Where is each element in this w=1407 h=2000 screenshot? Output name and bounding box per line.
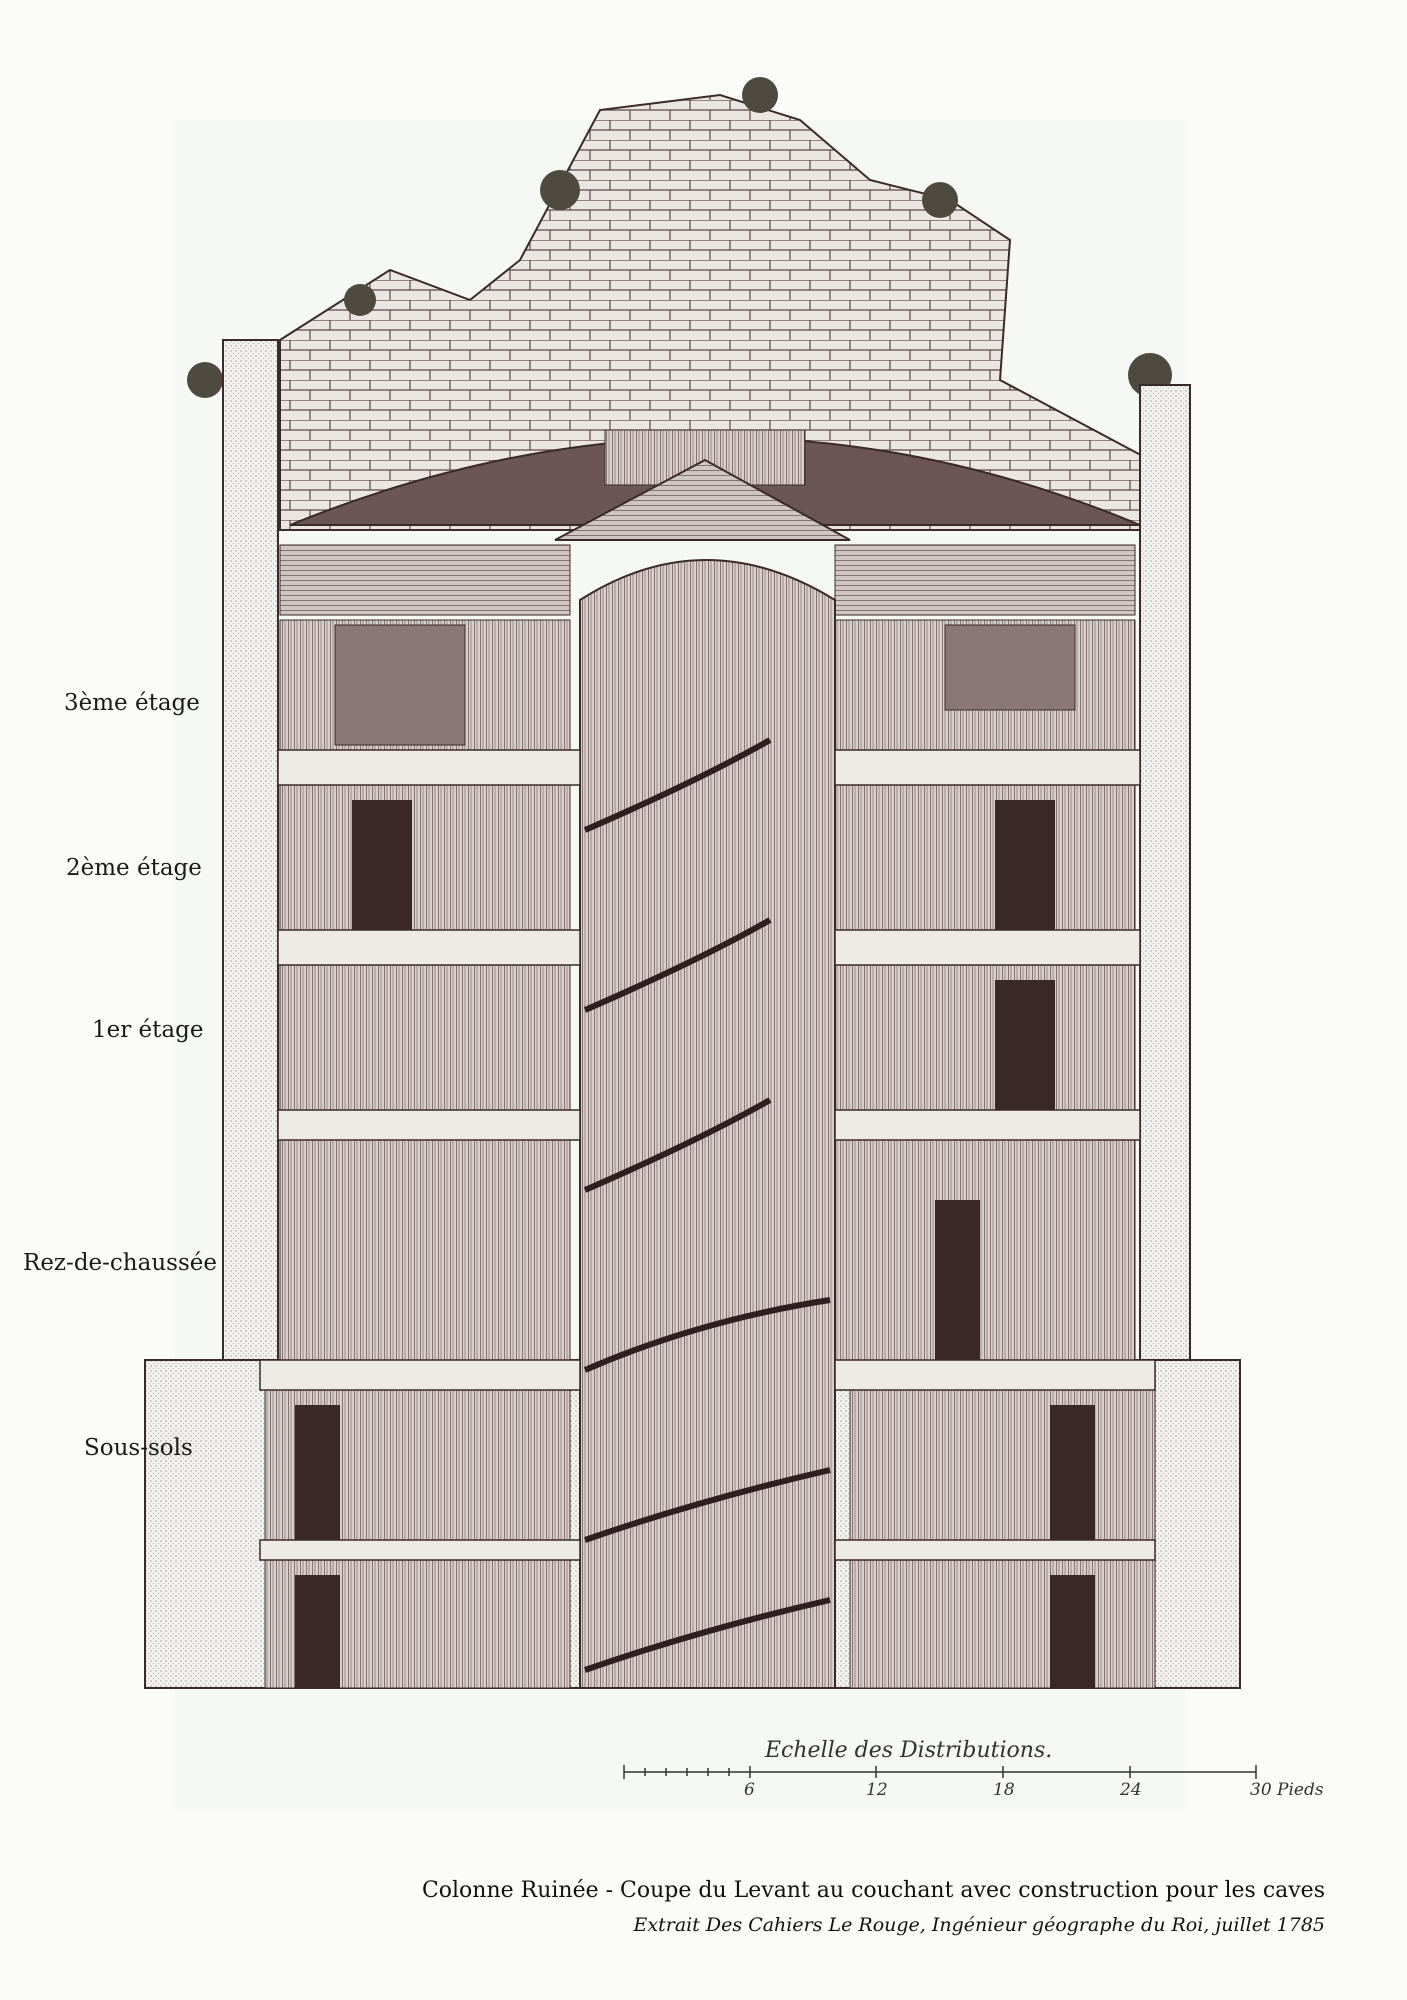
scale-title: Echelle des Distributions. — [765, 1738, 1053, 1763]
caption-title: Colonne Ruinée - Coupe du Levant au couc… — [421, 1878, 1325, 1903]
scale-tick-label: 30 Pieds — [1250, 1780, 1324, 1800]
foliage — [187, 77, 1172, 398]
building-section — [144, 339, 1241, 1689]
scale-tick-label: 6 — [744, 1780, 755, 1800]
floor-label-sous-sols: Sous-sols — [84, 1435, 193, 1461]
scale-tick-label: 12 — [866, 1780, 888, 1800]
floor-slabs — [259, 749, 1156, 1561]
floor-label-3eme-etage: 3ème étage — [64, 690, 200, 716]
floor-label-1er-etage: 1er étage — [92, 1017, 204, 1043]
caption-subtitle: Extrait Des Cahiers Le Rouge, Ingénieur … — [633, 1914, 1325, 1936]
ruined-column-top — [279, 93, 1151, 541]
floor-label-2eme-etage: 2ème étage — [66, 855, 202, 881]
scale-bar — [623, 1765, 1257, 1779]
floor-label-rez-de-chaussee: Rez-de-chaussée — [23, 1250, 217, 1276]
scale-tick-label: 24 — [1120, 1780, 1142, 1800]
scale-tick-label: 18 — [993, 1780, 1015, 1800]
